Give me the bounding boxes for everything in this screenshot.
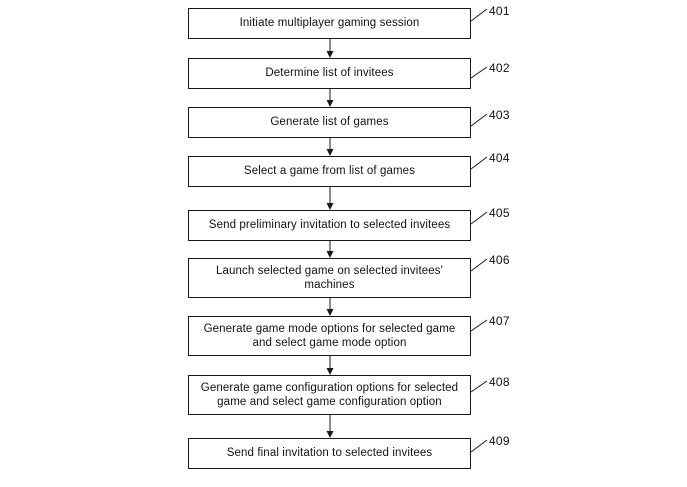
flow-step-label: Send final invitation to selected invite… [226, 447, 433, 460]
reference-number-402: 402 [489, 61, 510, 75]
arrowhead-icon-407-to-408 [326, 368, 334, 375]
reference-number-409: 409 [489, 434, 510, 448]
flow-step-407: Generate game mode options for selected … [188, 316, 471, 356]
flow-step-404: Select a game from list of games [188, 156, 471, 187]
flow-step-403: Generate list of games [188, 107, 471, 138]
reference-number-408: 408 [489, 375, 510, 389]
leader-line-407 [470, 319, 488, 332]
flow-step-label: Generate game mode options for selected … [203, 322, 456, 349]
flow-step-label: Initiate multiplayer gaming session [239, 17, 420, 30]
flow-step-401: Initiate multiplayer gaming session [188, 8, 471, 39]
arrowhead-icon-402-to-403 [326, 100, 334, 107]
arrowhead-icon-408-to-409 [326, 431, 334, 438]
leader-line-409 [470, 439, 488, 453]
reference-number-405: 405 [489, 206, 510, 220]
flow-step-label: Launch selected game on selected invitee… [216, 264, 443, 291]
arrowhead-icon-406-to-407 [326, 309, 334, 316]
flow-step-408: Generate game configuration options for … [188, 375, 471, 415]
arrowhead-icon-404-to-405 [326, 203, 334, 210]
arrowhead-icon-401-to-402 [326, 51, 334, 58]
flow-step-405: Send preliminary invitation to selected … [188, 210, 471, 241]
flow-step-label: Select a game from list of games [243, 165, 416, 178]
leader-line-405 [470, 211, 488, 225]
flow-step-406: Launch selected game on selected invitee… [188, 258, 471, 298]
flow-step-label: Send preliminary invitation to selected … [208, 219, 451, 232]
leader-line-404 [470, 156, 488, 170]
leader-line-406 [470, 258, 488, 272]
reference-number-401: 401 [489, 4, 510, 18]
flow-step-402: Determine list of invitees [188, 58, 471, 89]
reference-number-407: 407 [489, 314, 510, 328]
reference-number-403: 403 [489, 108, 510, 122]
leader-line-403 [470, 113, 488, 127]
arrowhead-icon-405-to-406 [326, 251, 334, 258]
leader-line-401 [470, 8, 488, 22]
flow-step-label: Generate list of games [270, 116, 389, 129]
reference-leader-lines [470, 8, 488, 453]
reference-number-404: 404 [489, 151, 510, 165]
leader-line-408 [470, 380, 488, 393]
leader-line-402 [470, 66, 488, 79]
flow-step-409: Send final invitation to selected invite… [188, 438, 471, 469]
flow-step-label: Determine list of invitees [265, 67, 394, 80]
flow-step-label: Generate game configuration options for … [200, 381, 459, 408]
reference-number-406: 406 [489, 253, 510, 267]
arrowhead-icon-403-to-404 [326, 149, 334, 156]
